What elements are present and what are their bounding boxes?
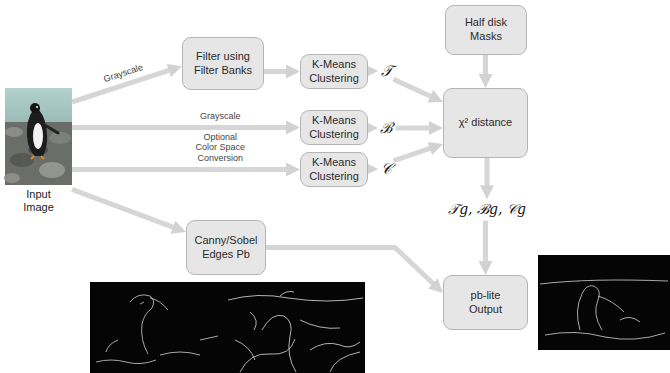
pb-lite-result [538, 255, 670, 350]
edge-lines [96, 295, 218, 364]
photo-rock [49, 132, 71, 144]
flow-arrow [368, 69, 369, 74]
node-text: K-Means Clustering [304, 114, 364, 142]
flow-arrow [396, 126, 435, 131]
sobel-edge-map [226, 282, 365, 373]
edge-label: Grayscale [198, 111, 243, 121]
photo-rock [5, 127, 23, 137]
process-box: Filter using Filter Banks [182, 37, 264, 90]
flow-arrow [368, 126, 369, 131]
process-box: K-Means Clustering [300, 54, 368, 90]
process-box: K-Means Clustering [300, 152, 368, 188]
flow-arrow [394, 147, 435, 161]
flow-arrow [483, 221, 488, 266]
canny-edge-map [90, 282, 226, 373]
node-text: pb-lite Output [462, 289, 510, 317]
penguin-feet [31, 156, 44, 159]
node-text: Filter using Filter Banks [191, 50, 255, 78]
process-box: χ² distance [443, 88, 528, 158]
edge-map-ground [226, 282, 365, 373]
symbol-node: 𝒞 [381, 161, 392, 178]
edge-lines [540, 280, 668, 339]
photo-rock [39, 162, 65, 178]
flow-arrow [72, 125, 291, 130]
photo-rock [10, 153, 34, 167]
penguin-belly [33, 123, 43, 149]
node-text: K-Means Clustering [304, 156, 364, 184]
flow-arrow [264, 69, 291, 74]
edge-lines [228, 292, 363, 373]
photo-rock [4, 173, 20, 183]
node-text: Input Image [18, 188, 60, 214]
flow-arrow [485, 158, 490, 190]
process-box: Half disk Masks [445, 5, 527, 55]
node-text: χ² distance [448, 116, 524, 130]
input-photo [4, 88, 72, 185]
flow-arrow [483, 55, 488, 79]
node-text: ℬ [380, 120, 393, 137]
penguin-eye [36, 106, 38, 108]
symbol-node: 𝒯 [381, 63, 392, 80]
penguin-body [27, 110, 47, 156]
penguin-head [30, 103, 40, 113]
penguin-flipper [43, 124, 58, 133]
flow-arrow [266, 248, 436, 287]
flow-arrow [72, 69, 173, 102]
edge-map-ground [90, 282, 226, 373]
node-text: 𝒞 [381, 161, 392, 178]
symbol-node: 𝒯g, ℬg, 𝒞g [448, 202, 526, 217]
flow-arrow [368, 167, 369, 172]
node-text: K-Means Clustering [304, 58, 364, 86]
node-text: 𝒯g, ℬg, 𝒞g [448, 202, 526, 217]
edge-label: Grayscale [101, 61, 147, 85]
edge-label: Optional Color Space Conversion [191, 132, 250, 163]
edge-map-ground [538, 255, 670, 350]
flow-arrow [72, 189, 178, 228]
input-image: Input Image [5, 88, 72, 214]
process-box: K-Means Clustering [300, 110, 368, 146]
node-text: 𝒯 [381, 63, 392, 80]
node-text: Canny/Sobel Edges Pb [192, 234, 260, 262]
photo-sky [5, 88, 72, 185]
process-box: Canny/Sobel Edges Pb [186, 220, 266, 275]
node-text: Half disk Masks [458, 16, 514, 44]
symbol-node: ℬ [380, 120, 393, 137]
process-box: pb-lite Output [443, 275, 528, 330]
flow-arrow [394, 79, 435, 98]
flow-arrow [72, 167, 291, 172]
